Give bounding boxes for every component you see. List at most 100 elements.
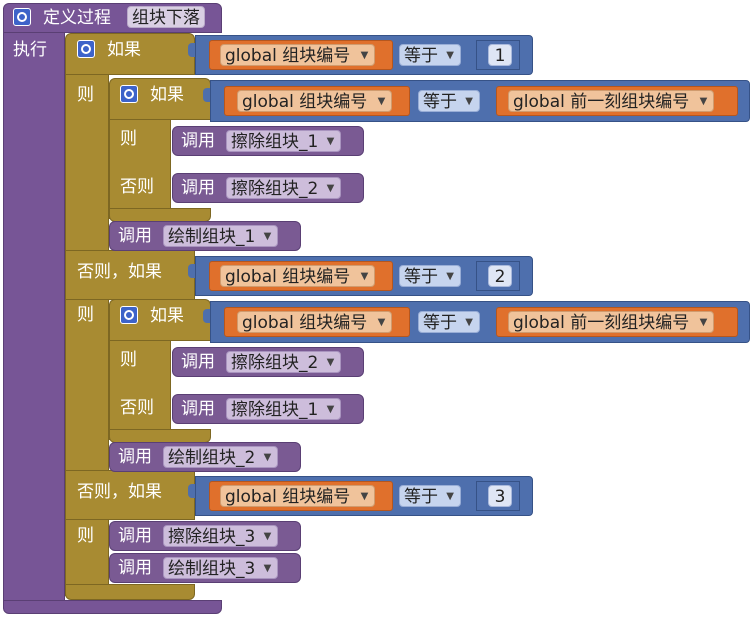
dropdown-caret-icon: ▼: [699, 317, 708, 328]
procedure-name: 绘制组块_1: [168, 227, 256, 247]
do-label: 执行: [13, 40, 47, 60]
variable-name: global 前一刻组块编号: [513, 92, 690, 112]
procedure-name: 绘制组块_2: [168, 448, 256, 468]
call-label: 调用: [118, 558, 152, 578]
procedure-dropdown[interactable]: 绘制组块_3 ▼: [163, 557, 279, 579]
socket-nub: [203, 309, 210, 323]
procedure-dropdown[interactable]: 绘制组块_1 ▼: [163, 225, 279, 247]
number-field[interactable]: 3: [488, 485, 512, 507]
socket-nub: [188, 264, 195, 278]
operator-dropdown[interactable]: 等于 ▼: [399, 485, 461, 507]
else-label: 否则: [120, 177, 154, 197]
dropdown-caret-icon: ▼: [326, 357, 335, 368]
procedure-name: 绘制组块_3: [168, 559, 256, 579]
variable-dropdown[interactable]: global 组块编号 ▼: [220, 265, 376, 287]
else-if-row-1: [65, 250, 195, 300]
dropdown-caret-icon: ▼: [263, 452, 272, 463]
dropdown-caret-icon: ▼: [699, 96, 708, 107]
dropdown-caret-icon: ▼: [446, 491, 454, 502]
variable-dropdown[interactable]: global 组块编号 ▼: [220, 44, 376, 66]
call-label: 调用: [118, 226, 152, 246]
number-field[interactable]: 2: [488, 265, 512, 287]
operator-name: 等于: [423, 313, 457, 333]
procedure-footer: [3, 600, 222, 614]
dropdown-caret-icon: ▼: [360, 491, 369, 502]
dropdown-caret-icon: ▼: [377, 317, 386, 328]
gear-icon[interactable]: [120, 85, 138, 103]
dropdown-caret-icon: ▼: [263, 231, 272, 242]
then-label: 则: [77, 526, 94, 546]
variable-dropdown[interactable]: global 前一刻组块编号 ▼: [508, 311, 715, 333]
procedure-name: 擦除组块_2: [231, 353, 319, 373]
procedure-name-field[interactable]: 组块下落: [127, 6, 205, 28]
procedure-name: 擦除组块_1: [231, 132, 319, 152]
procedure-dropdown[interactable]: 擦除组块_1 ▼: [226, 130, 342, 152]
socket-nub: [188, 43, 195, 57]
procedure-dropdown[interactable]: 擦除组块_2 ▼: [226, 177, 342, 199]
operator-name: 等于: [404, 46, 438, 66]
procedure-dropdown[interactable]: 擦除组块_2 ▼: [226, 351, 342, 373]
operator-dropdown[interactable]: 等于 ▼: [399, 44, 461, 66]
dropdown-caret-icon: ▼: [360, 271, 369, 282]
then-label: 则: [77, 85, 94, 105]
dropdown-caret-icon: ▼: [377, 96, 386, 107]
procedure-dropdown[interactable]: 绘制组块_2 ▼: [163, 446, 279, 468]
operator-name: 等于: [404, 267, 438, 287]
inner-if-footer: [109, 429, 211, 443]
dropdown-caret-icon: ▼: [326, 404, 335, 415]
variable-name: global 组块编号: [225, 487, 351, 507]
variable-name: global 前一刻组块编号: [513, 313, 690, 333]
variable-dropdown[interactable]: global 组块编号 ▼: [220, 485, 376, 507]
operator-dropdown[interactable]: 等于 ▼: [399, 265, 461, 287]
variable-dropdown[interactable]: global 组块编号 ▼: [237, 311, 393, 333]
call-label: 调用: [181, 352, 215, 372]
outer-if-footer: [65, 584, 195, 600]
else-if-row-2: [65, 470, 195, 520]
inner-if-spine: [109, 340, 171, 440]
call-label: 调用: [181, 131, 215, 151]
call-label: 调用: [118, 447, 152, 467]
dropdown-caret-icon: ▼: [465, 317, 473, 328]
call-label: 调用: [181, 399, 215, 419]
procedure-name: 擦除组块_3: [168, 527, 256, 547]
variable-dropdown[interactable]: global 前一刻组块编号 ▼: [508, 90, 715, 112]
else-if-label: 否则，如果: [77, 482, 162, 502]
socket-nub: [203, 88, 210, 102]
call-label: 调用: [118, 526, 152, 546]
gear-icon[interactable]: [13, 8, 31, 26]
operator-name: 等于: [423, 92, 457, 112]
variable-name: global 组块编号: [225, 46, 351, 66]
dropdown-caret-icon: ▼: [446, 50, 454, 61]
if-label: 如果: [107, 40, 141, 60]
procedure-dropdown[interactable]: 擦除组块_1▼: [226, 398, 342, 420]
operator-dropdown[interactable]: 等于 ▼: [418, 311, 480, 333]
if-label: 如果: [150, 85, 184, 105]
then-label: 则: [120, 129, 137, 149]
variable-name: global 组块编号: [242, 92, 368, 112]
gear-icon[interactable]: [120, 306, 138, 324]
dropdown-caret-icon: ▼: [326, 183, 335, 194]
number-field[interactable]: 1: [488, 44, 512, 66]
variable-name: global 组块编号: [242, 313, 368, 333]
else-label: 否则: [120, 398, 154, 418]
operator-name: 等于: [404, 487, 438, 507]
define-procedure-label: 定义过程: [43, 8, 111, 28]
dropdown-caret-icon: ▼: [446, 271, 454, 282]
inner-if-footer: [109, 208, 211, 222]
then-label: 则: [77, 305, 94, 325]
variable-dropdown[interactable]: global 组块编号 ▼: [237, 90, 393, 112]
variable-name: global 组块编号: [225, 267, 351, 287]
dropdown-caret-icon: ▼: [263, 563, 272, 574]
procedure-name: 擦除组块_2: [231, 179, 319, 199]
inner-if-spine: [109, 119, 171, 219]
call-label: 调用: [181, 178, 215, 198]
dropdown-caret-icon: ▼: [360, 50, 369, 61]
else-if-label: 否则，如果: [77, 262, 162, 282]
dropdown-caret-icon: ▼: [326, 136, 335, 147]
procedure-body-spine: [3, 32, 65, 602]
if-label: 如果: [150, 306, 184, 326]
socket-nub: [188, 484, 195, 498]
procedure-dropdown[interactable]: 擦除组块_3▼: [163, 525, 279, 547]
gear-icon[interactable]: [77, 40, 95, 58]
operator-dropdown[interactable]: 等于▼: [418, 90, 480, 112]
